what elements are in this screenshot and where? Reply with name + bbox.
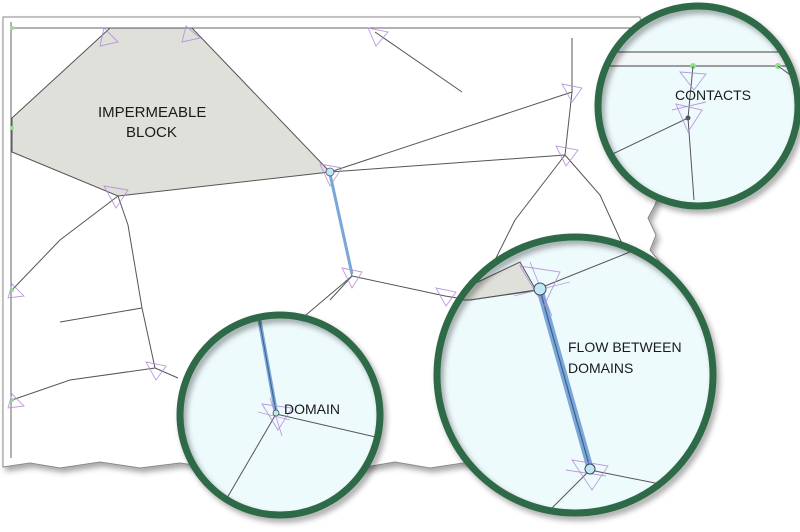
zoom-flow: FLOW BETWEEN DOMAINS — [433, 233, 717, 517]
zoom-contacts: CONTACTS — [594, 2, 800, 210]
flow-label-line1: FLOW BETWEEN — [568, 339, 682, 355]
zoom-domain: DOMAIN — [176, 311, 384, 519]
main-flow-pipe — [325, 167, 354, 275]
domain-label: DOMAIN — [284, 401, 340, 417]
flow-label-line2: DOMAINS — [568, 360, 633, 376]
contacts-label: CONTACTS — [675, 87, 751, 103]
contact-markers — [7, 25, 583, 409]
impermeable-label-line1: IMPERMEABLE — [98, 104, 206, 121]
impermeable-label-line2: BLOCK — [126, 124, 177, 141]
